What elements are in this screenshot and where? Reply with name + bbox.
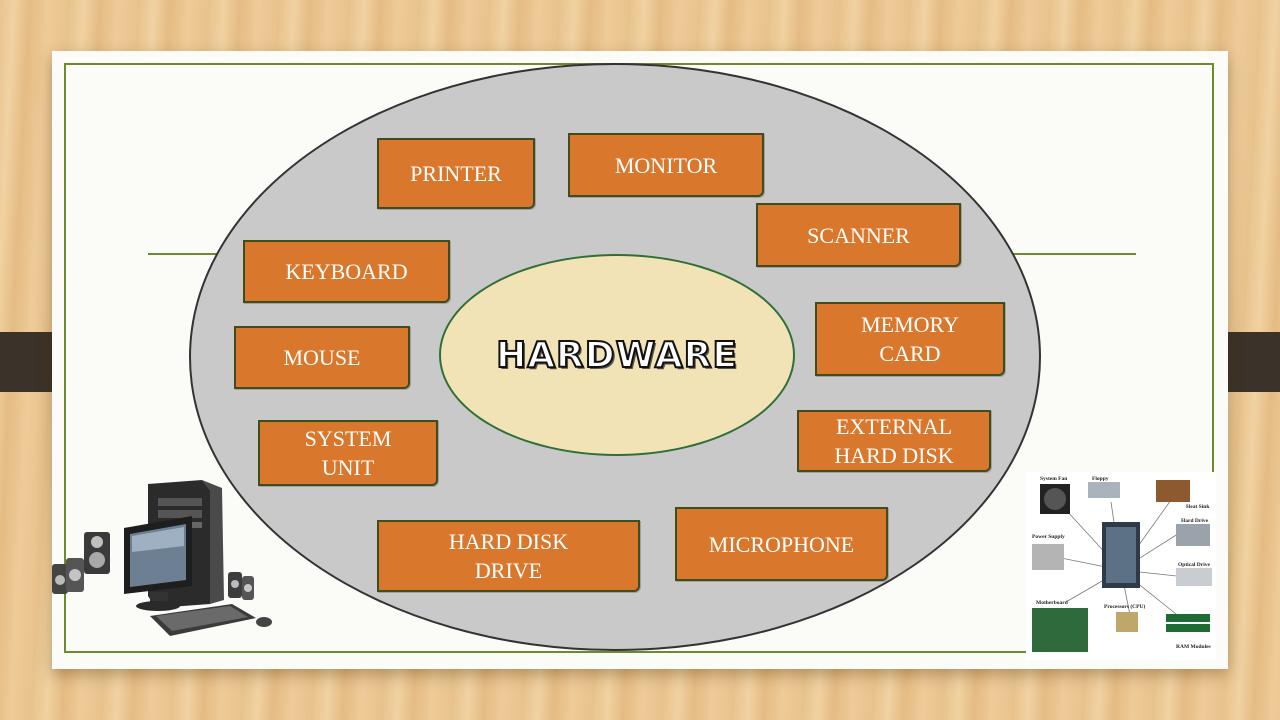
label-processors: Processors (CPU): [1104, 603, 1145, 610]
box-external-hard-disk: EXTERNAL HARD DISK: [797, 410, 991, 472]
box-monitor: MONITOR: [568, 133, 764, 197]
center-ellipse: HARDWARE: [439, 254, 795, 456]
box-memory-card: MEMORY CARD: [815, 302, 1005, 376]
desktop-computer-image: [52, 480, 272, 636]
box-scanner: SCANNER: [756, 203, 961, 267]
box-system-unit: SYSTEM UNIT: [258, 420, 438, 486]
label-optical-drive: Optical Drive: [1178, 562, 1210, 568]
box-mouse: MOUSE: [234, 326, 410, 389]
box-microphone: MICROPHONE: [675, 507, 888, 581]
box-printer: PRINTER: [377, 138, 535, 209]
label-system-fan: System Fan: [1040, 476, 1067, 482]
label-floppy: Floppy: [1092, 476, 1109, 482]
center-label: HARDWARE: [495, 334, 738, 377]
pc-components-image: System Fan Floppy Heat Sink Hard Drive P…: [1026, 472, 1216, 660]
label-power-supply: Power Supply: [1032, 534, 1065, 540]
label-heat-sink: Heat Sink: [1186, 504, 1210, 510]
slide: HARDWARE PRINTER MONITOR SCANNER KEYBOAR…: [52, 51, 1228, 669]
label-ram-modules: RAM Modules: [1176, 644, 1211, 650]
label-motherboard: Motherboard: [1036, 600, 1068, 606]
box-hard-disk-drive: HARD DISK DRIVE: [377, 520, 640, 592]
right-divider-line: [1012, 253, 1136, 255]
label-hard-drive: Hard Drive: [1181, 518, 1209, 524]
left-divider-line: [148, 253, 228, 255]
box-keyboard: KEYBOARD: [243, 240, 450, 303]
